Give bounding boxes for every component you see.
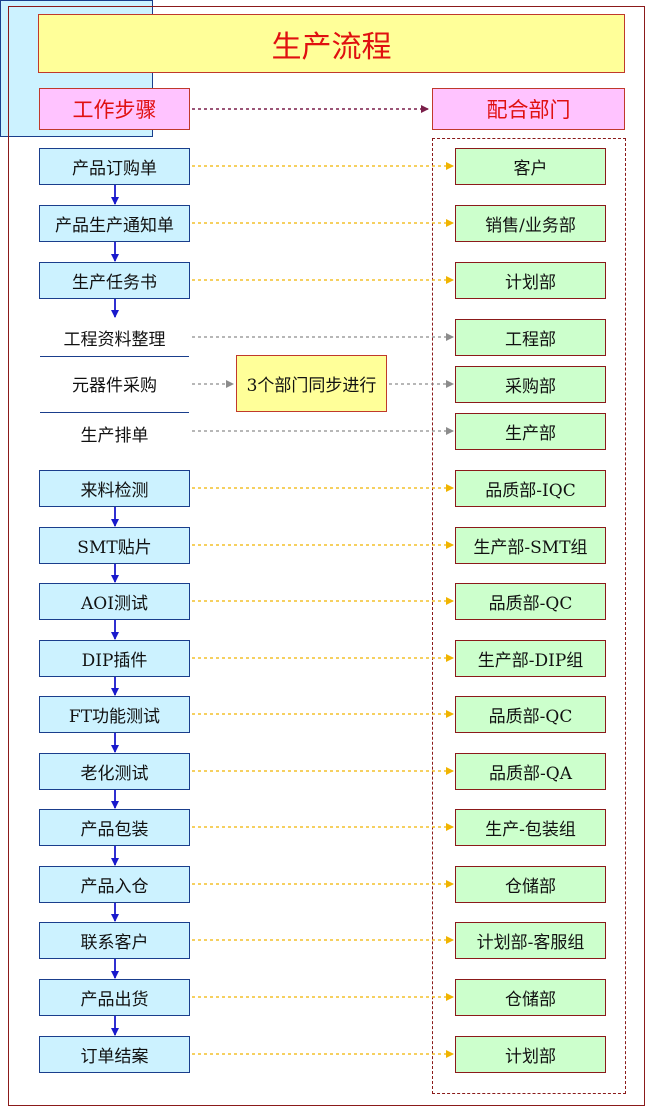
- department-15: 计划部-客服组: [455, 922, 606, 959]
- parallel-divider-1: [40, 356, 189, 357]
- department-7: 品质部-IQC: [455, 470, 606, 507]
- step-7: 来料检测: [39, 470, 190, 507]
- step-11: FT功能测试: [39, 696, 190, 733]
- department-13: 生产-包装组: [455, 809, 606, 846]
- departments-header: 配合部门: [432, 88, 625, 130]
- diagram-frame: [8, 6, 645, 1106]
- step-10: DIP插件: [39, 640, 190, 677]
- department-5: 采购部: [455, 366, 606, 403]
- step-12: 老化测试: [39, 753, 190, 790]
- department-14: 仓储部: [455, 866, 606, 903]
- step-14: 产品入仓: [39, 866, 190, 903]
- step-2: 产品生产通知单: [39, 205, 190, 242]
- department-2: 销售/业务部: [455, 205, 606, 242]
- department-1: 客户: [455, 148, 606, 185]
- department-16: 仓储部: [455, 979, 606, 1016]
- department-12: 品质部-QA: [455, 753, 606, 790]
- step-13: 产品包装: [39, 809, 190, 846]
- step-3: 生产任务书: [39, 262, 190, 299]
- department-9: 品质部-QC: [455, 583, 606, 620]
- diagram-title: 生产流程: [38, 14, 625, 73]
- sync-note: 3个部门同步进行: [236, 355, 387, 412]
- step-16: 产品出货: [39, 979, 190, 1016]
- parallel-divider-2: [40, 412, 189, 413]
- departments-group-border: [432, 138, 626, 1094]
- department-4: 工程部: [455, 319, 606, 356]
- step-15: 联系客户: [39, 922, 190, 959]
- step-1: 产品订购单: [39, 148, 190, 185]
- step-8: SMT贴片: [39, 527, 190, 564]
- department-17: 计划部: [455, 1036, 606, 1073]
- step-6: 生产排单: [80, 425, 149, 446]
- department-3: 计划部: [455, 262, 606, 299]
- step-17: 订单结案: [39, 1036, 190, 1073]
- step-9: AOI测试: [39, 583, 190, 620]
- work-steps-header: 工作步骤: [39, 88, 190, 130]
- department-6: 生产部: [455, 413, 606, 450]
- step-4: 工程资料整理: [63, 329, 166, 350]
- department-10: 生产部-DIP组: [455, 640, 606, 677]
- step-5: 元器件采购: [72, 376, 157, 396]
- department-11: 品质部-QC: [455, 696, 606, 733]
- department-8: 生产部-SMT组: [455, 527, 606, 564]
